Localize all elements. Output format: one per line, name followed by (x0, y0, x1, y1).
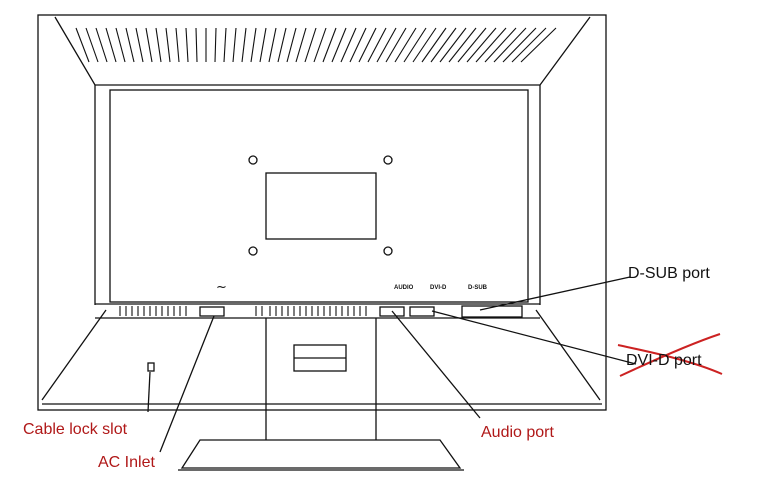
audio-port-tag: AUDIO (394, 285, 414, 291)
vesa-mount-plate (265, 172, 377, 240)
bottom-vents (119, 306, 367, 316)
dvid-leader (431, 310, 637, 365)
audio-connector (379, 306, 405, 317)
housing-bevel (54, 16, 591, 86)
ac-inlet-leader (159, 315, 215, 453)
rear-panel (109, 89, 529, 303)
ac-symbol-icon: ~ (216, 280, 227, 295)
ac-inlet-connector (199, 306, 225, 317)
ac-inlet-callout: AC Inlet (98, 454, 155, 471)
dvid-callout: DVI-D port (626, 352, 702, 369)
cable-lock-callout: Cable lock slot (23, 421, 128, 438)
dsub-leader (479, 276, 631, 311)
stand-base (180, 439, 462, 469)
housing-outline (37, 14, 607, 411)
cable-lock-leader (147, 371, 151, 413)
audio-leader (391, 310, 481, 419)
dsub-callout: D-SUB port (628, 265, 710, 282)
lock-slot-shape (147, 362, 155, 372)
dsub-connector (461, 305, 523, 318)
dsub-port-tag: D-SUB (468, 285, 487, 291)
dvid-port-tag: DVI-D (430, 285, 447, 291)
dvid-strike-mark (617, 333, 723, 377)
top-vents (75, 27, 557, 63)
audio-callout: Audio port (481, 424, 554, 441)
dvid-connector (409, 306, 435, 317)
